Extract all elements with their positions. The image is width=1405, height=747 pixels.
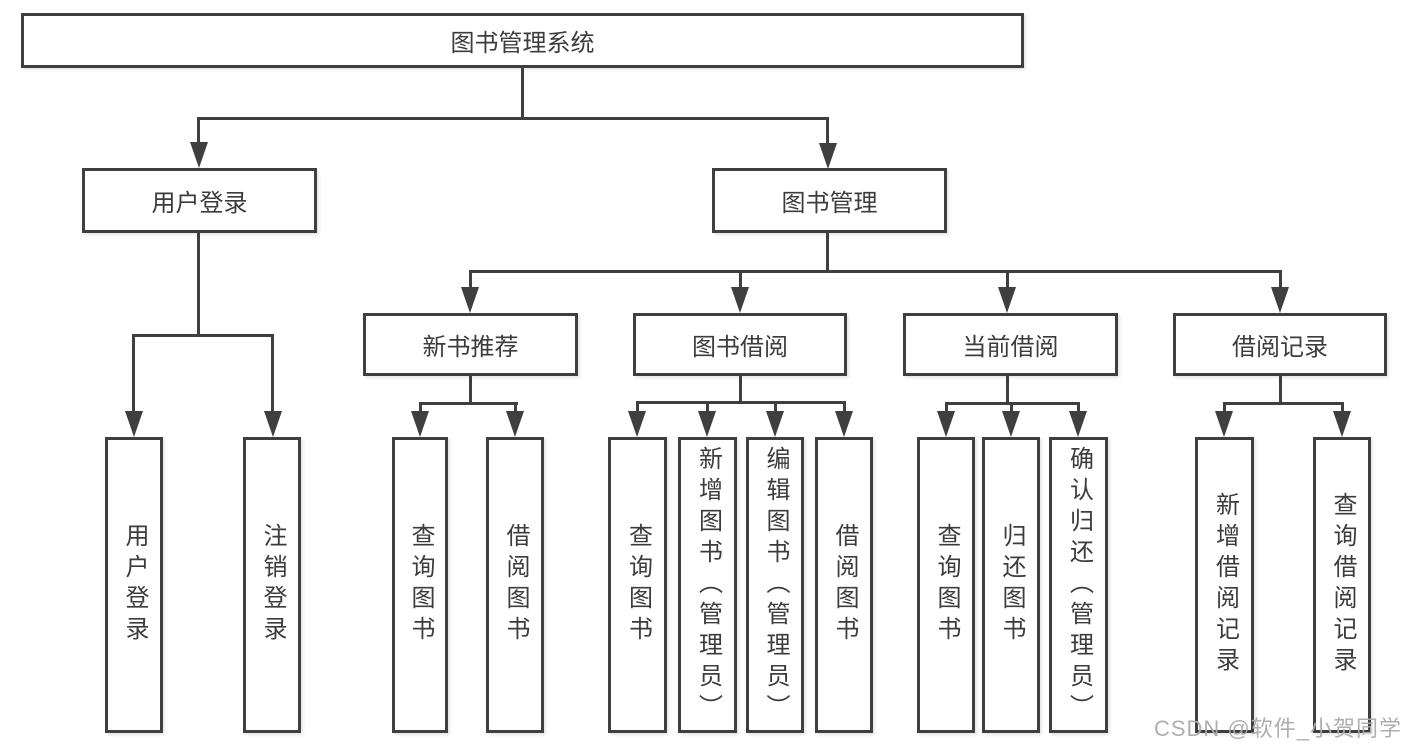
node-book-borrowing: 图书借阅 xyxy=(633,313,847,376)
node-label: 借阅图书 xyxy=(831,523,858,647)
leaf-records-query-record: 查询借阅记录 xyxy=(1313,437,1371,733)
connector-line xyxy=(469,270,1281,273)
leaf-current-query-books: 查询图书 xyxy=(917,437,975,733)
connector-line xyxy=(1223,402,1344,405)
node-label: 编辑图书（管理员） xyxy=(762,445,789,725)
node-label: 图书管理 xyxy=(781,190,878,217)
node-label: 借阅记录 xyxy=(1232,334,1328,361)
connector-line xyxy=(197,117,200,145)
connector-line xyxy=(826,233,829,273)
connector-line xyxy=(739,376,742,403)
connector-line xyxy=(826,117,829,145)
arrow-down-icon xyxy=(1215,411,1233,437)
leaf-user-login: 用户登录 xyxy=(105,437,163,733)
csdn-watermark: CSDN @软件_小贺同学 xyxy=(1153,716,1402,741)
node-label: 图书借阅 xyxy=(692,334,788,361)
arrow-down-icon xyxy=(506,411,524,437)
node-label: 借阅图书 xyxy=(502,523,529,647)
arrow-down-icon xyxy=(190,142,208,168)
leaf-current-return-books: 归还图书 xyxy=(982,437,1040,733)
node-user-login: 用户登录 xyxy=(82,168,317,233)
arrow-down-icon xyxy=(698,411,716,437)
connector-line xyxy=(843,401,846,414)
arrow-down-icon xyxy=(1271,287,1289,313)
connector-line xyxy=(636,401,639,414)
node-label: 归还图书 xyxy=(998,523,1025,647)
leaf-borrowing-edit-books-admin: 编辑图书（管理员） xyxy=(746,437,804,733)
leaf-current-confirm-return-admin: 确认归还（管理员） xyxy=(1049,437,1108,733)
connector-line xyxy=(197,233,200,336)
connector-line xyxy=(419,402,518,405)
node-label: 查询图书 xyxy=(933,523,960,647)
connector-line xyxy=(132,334,135,413)
node-label: 用户登录 xyxy=(151,190,248,217)
arrow-down-icon xyxy=(731,287,749,313)
connector-line xyxy=(1223,402,1226,415)
arrow-down-icon xyxy=(766,411,784,437)
connector-line xyxy=(1077,402,1080,415)
leaf-recommend-borrow-books: 借阅图书 xyxy=(486,437,544,733)
connector-line xyxy=(1279,270,1282,291)
connector-line xyxy=(521,68,524,119)
arrow-down-icon xyxy=(461,287,479,313)
connector-line xyxy=(636,401,846,404)
connector-line xyxy=(469,270,472,291)
arrow-down-icon xyxy=(1333,411,1351,437)
arrow-down-icon xyxy=(628,411,646,437)
leaf-borrowing-add-books-admin: 新增图书（管理员） xyxy=(678,437,737,733)
node-current-borrowing: 当前借阅 xyxy=(903,313,1118,376)
node-label: 当前借阅 xyxy=(962,334,1059,361)
node-label: 查询借阅记录 xyxy=(1329,492,1356,678)
leaf-records-add-record: 新增借阅记录 xyxy=(1195,437,1254,733)
connector-line xyxy=(271,334,274,413)
connector-line xyxy=(706,401,709,414)
node-label: 确认归还（管理员） xyxy=(1065,445,1093,725)
node-label: 查询图书 xyxy=(624,523,652,647)
connector-line xyxy=(469,376,472,404)
node-label: 查询图书 xyxy=(407,523,434,647)
connector-line xyxy=(1341,402,1344,415)
arrow-down-icon xyxy=(819,143,837,169)
leaf-borrowing-borrow-books: 借阅图书 xyxy=(815,437,873,733)
connector-line xyxy=(1006,270,1009,291)
node-borrowing-records: 借阅记录 xyxy=(1173,313,1387,376)
node-root: 图书管理系统 xyxy=(21,13,1024,68)
arrow-down-icon xyxy=(1002,411,1020,437)
node-label: 注销登录 xyxy=(259,523,286,647)
arrow-down-icon xyxy=(937,411,955,437)
arrow-down-icon xyxy=(998,287,1016,313)
arrow-down-icon xyxy=(835,411,853,437)
arrow-down-icon xyxy=(1069,411,1087,437)
connector-line xyxy=(1279,376,1282,404)
connector-line xyxy=(1010,402,1013,415)
connector-line xyxy=(945,402,948,415)
connector-line xyxy=(132,334,273,337)
node-label: 新书推荐 xyxy=(422,334,519,361)
connector-line xyxy=(514,402,517,415)
node-label: 新增借阅记录 xyxy=(1211,492,1239,678)
node-label: 图书管理系统 xyxy=(450,30,595,57)
arrow-down-icon xyxy=(125,411,143,437)
node-label: 用户登录 xyxy=(121,523,148,647)
connector-line xyxy=(739,270,742,291)
leaf-logout: 注销登录 xyxy=(243,437,301,733)
leaf-recommend-query-books: 查询图书 xyxy=(392,437,448,733)
node-new-book-recommend: 新书推荐 xyxy=(363,313,578,376)
arrow-down-icon xyxy=(411,411,429,437)
node-label: 新增图书（管理员） xyxy=(694,445,722,725)
connector-line xyxy=(197,117,829,120)
node-book-management: 图书管理 xyxy=(712,168,947,233)
connector-line xyxy=(774,401,777,414)
connector-line xyxy=(1006,376,1009,404)
leaf-borrowing-query-books: 查询图书 xyxy=(608,437,667,733)
connector-line xyxy=(419,402,422,415)
arrow-down-icon xyxy=(264,411,282,437)
